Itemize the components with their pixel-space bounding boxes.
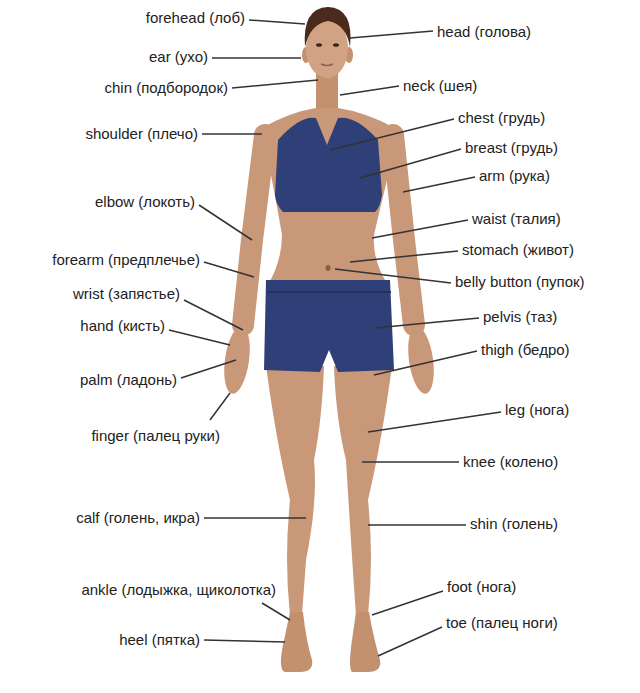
leader-line (372, 591, 443, 615)
leader-line (368, 524, 466, 526)
leader-line (212, 57, 301, 59)
leader-line (375, 318, 479, 328)
part-label: head (голова) (437, 23, 531, 41)
leader-line (350, 31, 433, 38)
hair (305, 7, 351, 47)
waistband (267, 291, 391, 293)
eye (316, 43, 322, 47)
leader-line (181, 360, 236, 378)
part-label: shoulder (плечо) (85, 125, 198, 143)
left-hand (220, 325, 253, 396)
top (275, 118, 382, 212)
part-label: finger (палец руки) (91, 427, 220, 445)
part-label: forehead (лоб) (146, 9, 245, 27)
leader-line (199, 205, 252, 240)
part-label: wrist (запястье) (73, 285, 180, 303)
leader-line (335, 269, 451, 283)
leader-line (403, 177, 475, 192)
figure (220, 7, 437, 672)
part-label: elbow (локоть) (95, 193, 195, 211)
part-label: toe (палец ноги) (446, 614, 558, 632)
navel (326, 265, 331, 271)
left-arm (243, 135, 265, 325)
leader-line (374, 351, 477, 375)
left-foot (281, 612, 312, 672)
part-label: ear (ухо) (149, 48, 208, 66)
mouth (321, 64, 333, 66)
part-label: ankle (лодыжка, щиколотка) (81, 581, 276, 599)
leader-lines (169, 20, 501, 656)
part-label: forearm (предплечье) (52, 251, 200, 269)
leader-line (372, 220, 468, 238)
leader-line (210, 393, 230, 420)
part-label: stomach (живот) (462, 241, 574, 259)
part-label: palm (ладонь) (80, 371, 177, 389)
part-label: chest (грудь) (458, 109, 545, 127)
part-label: belly button (пупок) (455, 273, 585, 291)
leader-line (330, 119, 454, 150)
right-foot (350, 612, 380, 672)
leader-line (204, 262, 254, 277)
leader-line (232, 80, 318, 88)
torso (262, 108, 395, 285)
part-label: heel (пятка) (119, 631, 200, 649)
part-label: foot (нога) (447, 578, 516, 596)
part-label: breast (грудь) (465, 139, 558, 157)
shorts (264, 280, 394, 372)
part-label: chin (подбородок) (104, 79, 228, 97)
part-label: pelvis (таз) (483, 308, 557, 326)
leader-line (169, 330, 230, 345)
leader-line (204, 517, 306, 519)
part-label: arm (рука) (479, 167, 550, 185)
leader-line (249, 20, 305, 24)
left-leg (266, 366, 324, 615)
leader-line (202, 133, 262, 135)
leader-line (184, 300, 243, 330)
leader-line (360, 149, 461, 178)
leader-line (340, 86, 399, 95)
leader-line (350, 251, 458, 262)
part-label: waist (талия) (472, 210, 561, 228)
part-label: hand (кисть) (80, 317, 165, 335)
right-hand (404, 325, 437, 396)
part-label: thigh (бедро) (481, 341, 570, 359)
leader-line (378, 627, 442, 656)
leader-line (368, 412, 501, 432)
part-label: knee (колено) (463, 453, 558, 471)
part-label: shin (голень) (470, 515, 558, 533)
part-label: neck (шея) (403, 77, 477, 95)
part-label: leg (нога) (505, 401, 569, 419)
leader-line (362, 461, 459, 463)
leader-line (262, 603, 290, 620)
right-leg (334, 366, 392, 615)
leader-line (204, 640, 285, 642)
part-label: calf (голень, икра) (76, 509, 200, 527)
eye (333, 43, 339, 47)
